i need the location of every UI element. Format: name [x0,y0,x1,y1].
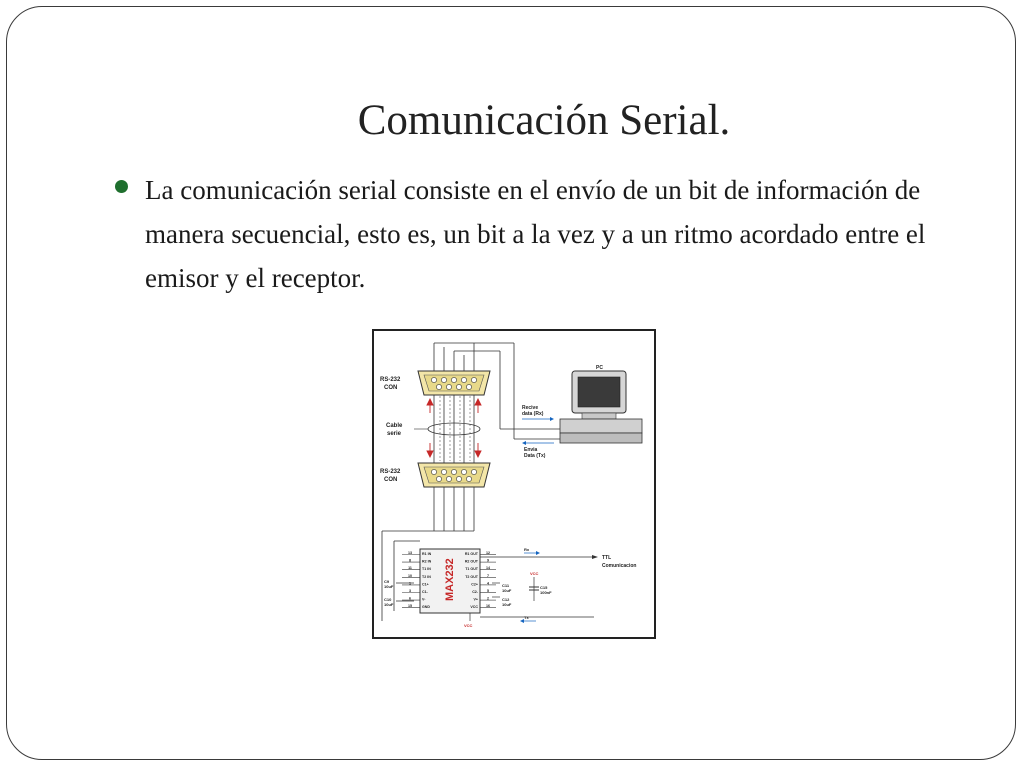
c9-label: C9 [384,579,390,584]
chip-pin-right-label: C2- [472,590,479,594]
chip-pin-left-label: T2 IN [422,575,431,579]
chip-pin-right-label: T2 OUT [465,575,479,579]
chip-pin-right-number: 5 [487,589,489,593]
chip-pin-right-number: 7 [487,574,489,578]
tx-label: Tx [524,615,529,620]
c15-value: 100nF [540,590,552,595]
chip-pin-right-label: VCC [470,605,478,609]
pc-case-icon [559,418,643,434]
chip-pin-left-label: V- [422,598,426,602]
chip-pin-right-number: 9 [487,559,489,563]
chip-pin-left-label: R1 IN [422,552,432,556]
chip-pin-right-number: 2 [487,597,489,601]
c12-label: C12 [502,597,510,602]
c9-value: 10uF [384,584,394,589]
ttl-label-2: Comunicacion [602,563,636,569]
chip-pin-left-number: 13 [408,551,412,555]
recive-label-1: Recive [522,405,538,411]
slide-title: Comunicación Serial. [357,97,731,144]
rs232-top-label: RS-232 [380,377,401,383]
vcc-top-label: VCC [530,571,539,576]
pc-label: PC [596,365,603,371]
chip-pin-left-label: C1- [422,590,429,594]
chip-pin-right-label: R2 OUT [465,560,479,564]
envia-label-2: Data (Tx) [524,453,546,459]
bullet-text: La comunicación serial consiste en el en… [145,175,926,293]
recive-label-2: data (Rx) [522,411,544,417]
chip-pin-right-number: 16 [486,604,490,608]
con-top-label: CON [384,385,397,391]
cable-label-2: serie [387,431,402,437]
c10-value: 10uF [384,602,394,607]
c12-value: 10uF [502,602,512,607]
serial-circuit-diagram: RS-232 CON Cable serie RS-232 CON PC Rec… [372,329,656,639]
c11-value: 10uF [502,588,512,593]
chip-pin-right-label: R1 OUT [465,552,479,556]
c15-label: C15 [540,585,548,590]
chip-pin-left-number: 11 [408,566,412,570]
rs232-bottom-label: RS-232 [380,469,401,475]
chip-pin-left-label: C1+ [422,582,429,586]
chip-pin-right-label: V+ [474,598,479,602]
chip-pin-left-number: 3 [409,589,411,593]
chip-pin-left-number: 15 [408,604,412,608]
chip-pin-right-number: 12 [486,551,490,555]
chip-label: MAX232 [444,558,456,601]
chip-pin-right-number: 14 [486,566,490,570]
max232-chip [419,548,481,614]
cable-label-1: Cable [386,423,403,429]
chip-pin-left-number: 6 [409,597,411,601]
chip-pin-left-label: GND [422,605,430,609]
vcc-bottom-label: VCC [464,623,473,628]
bullet-dot-icon [115,180,128,193]
ttl-label-1: TTL [602,555,611,561]
chip-pin-right-number: 4 [487,581,489,585]
circuit-svg: RS-232 CON Cable serie RS-232 CON PC Rec… [380,342,643,628]
rx-label: Rx [524,547,530,552]
con-bottom-label: CON [384,477,397,483]
chip-pin-left-number: 8 [409,559,411,563]
c11-label: C11 [502,583,510,588]
envia-label-1: Envia [524,447,538,453]
c10-label: C10 [384,597,392,602]
chip-pin-right-label: C2+ [471,582,478,586]
chip-pin-left-number: 10 [408,574,412,578]
chip-pin-right-label: T1 OUT [465,567,479,571]
chip-pin-left-label: T1 IN [422,567,431,571]
keyboard-icon [559,432,643,444]
chip-pin-left-label: R2 IN [422,560,432,564]
chip-pin-left-number: 1 [409,581,411,585]
